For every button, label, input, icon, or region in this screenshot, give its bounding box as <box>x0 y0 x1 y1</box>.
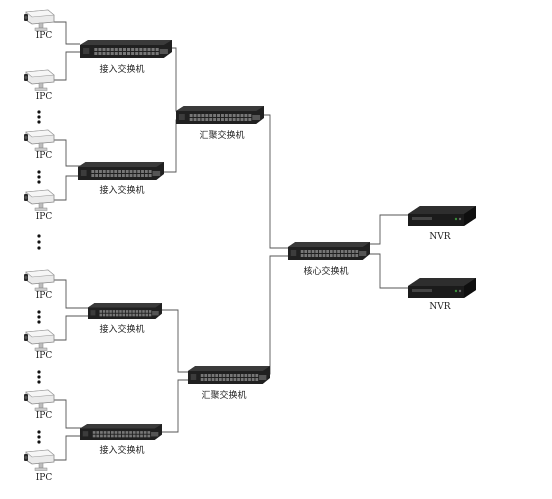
ipc-label: IPC <box>35 212 53 222</box>
aggregation-switch <box>188 366 270 388</box>
ipc-label: IPC <box>35 351 53 361</box>
ipc-label: IPC <box>35 411 53 421</box>
aggregation-switch <box>176 106 264 128</box>
access-switch-label: 接入交换机 <box>99 325 145 335</box>
nvr-device <box>406 276 478 304</box>
ellipsis-dots <box>37 110 41 444</box>
access-switch <box>88 303 162 323</box>
access-switch <box>80 424 162 444</box>
aggregation-switch-label: 汇聚交换机 <box>201 391 247 401</box>
nvr-device <box>406 204 478 232</box>
access-switch-label: 接入交换机 <box>99 65 145 75</box>
ipc-label: IPC <box>35 473 53 483</box>
access-switch <box>78 162 164 184</box>
aggregation-switch-label: 汇聚交换机 <box>199 131 245 141</box>
access-switch <box>80 40 172 62</box>
access-switch-label: 接入交换机 <box>99 446 145 456</box>
core-switch <box>288 242 370 264</box>
ipc-label: IPC <box>35 31 53 41</box>
ipc-label: IPC <box>35 92 53 102</box>
nvr-label: NVR <box>429 232 451 242</box>
core-switch-label: 核心交换机 <box>303 267 349 277</box>
access-switch-label: 接入交换机 <box>99 186 145 196</box>
ipc-label: IPC <box>35 291 53 301</box>
ipc-label: IPC <box>35 151 53 161</box>
nvr-label: NVR <box>429 302 451 312</box>
